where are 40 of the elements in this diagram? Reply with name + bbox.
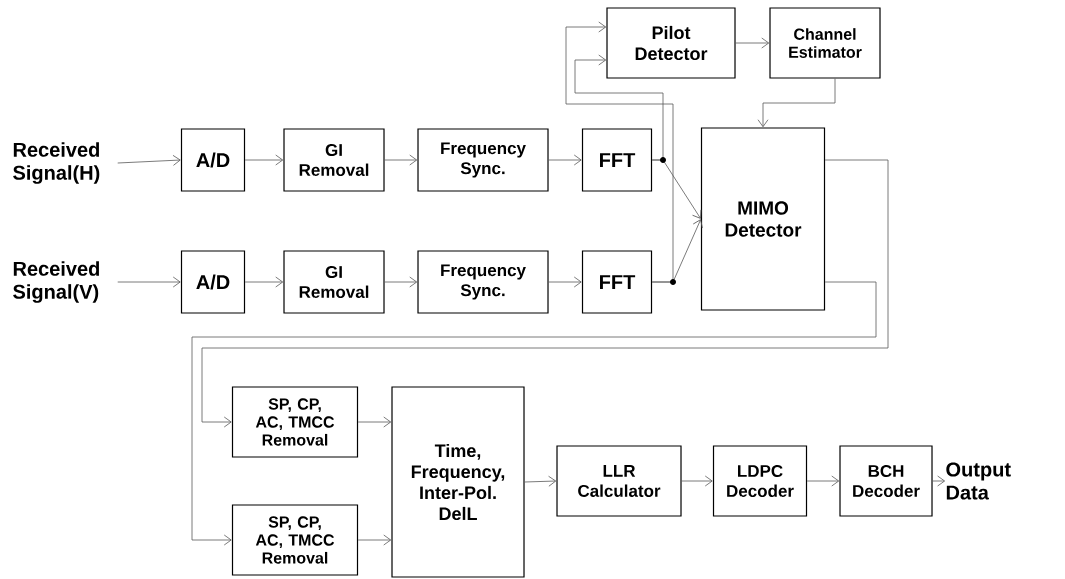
process-box: A/D — [180, 128, 246, 192]
process-box: BCH Decoder — [839, 445, 933, 517]
arrow — [524, 475, 557, 487]
arrow — [357, 534, 392, 546]
arrow — [757, 78, 836, 128]
arrow — [117, 154, 181, 166]
process-box: Pilot Detector — [606, 7, 736, 79]
process-box: LDPC Decoder — [712, 445, 808, 517]
arrow — [201, 159, 889, 428]
arrow — [735, 37, 770, 49]
process-box: GI Removal — [283, 250, 385, 314]
process-box: Frequency Sync. — [417, 128, 549, 192]
process-box: MIMO Detector — [700, 127, 826, 311]
arrow — [681, 475, 713, 487]
arrow — [357, 416, 392, 428]
process-box: FFT — [581, 250, 653, 314]
arrow — [117, 276, 181, 288]
signal-label: Received Signal(V) — [13, 261, 99, 303]
arrow — [548, 154, 582, 166]
arrow — [574, 54, 664, 161]
process-box: SP, CP, AC, TMCC Removal — [231, 504, 359, 576]
arrow — [191, 281, 877, 546]
process-box: Channel Estimator — [769, 7, 881, 79]
arrow — [384, 276, 418, 288]
arrow — [244, 154, 284, 166]
process-box: Frequency Sync. — [417, 250, 549, 314]
process-box: LLR Calculator — [556, 445, 682, 517]
process-box: FFT — [581, 128, 653, 192]
arrow — [384, 154, 418, 166]
arrow — [565, 21, 674, 283]
arrow — [932, 475, 945, 487]
arrow — [548, 276, 582, 288]
process-box: GI Removal — [283, 128, 385, 192]
process-box: A/D — [180, 250, 246, 314]
process-box: SP, CP, AC, TMCC Removal — [231, 386, 359, 458]
arrow — [806, 475, 840, 487]
signal-label: Received Signal(H) — [13, 142, 100, 184]
process-box: Time, Frequency, Inter-Pol. DelL — [391, 386, 525, 578]
arrow — [244, 276, 284, 288]
signal-label: Output Data — [946, 462, 1011, 500]
